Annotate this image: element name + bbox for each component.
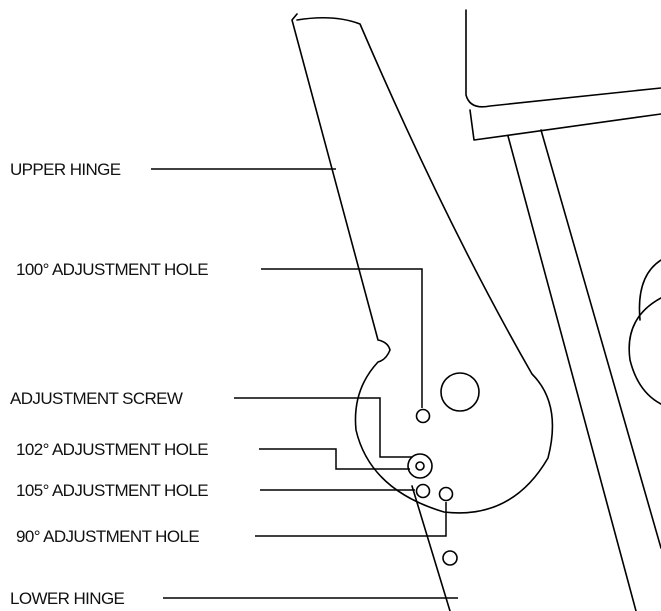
- hole-105-degree: [415, 483, 431, 499]
- label-upper-hinge: UPPER HINGE: [10, 160, 121, 179]
- leader-hole-100: [261, 268, 423, 408]
- upper-hinge-outline: [291, 13, 554, 514]
- label-hole-100: 100° ADJUSTMENT HOLE: [16, 260, 208, 279]
- hole-90-degree: [438, 486, 454, 502]
- leader-hole-90: [255, 502, 447, 537]
- lower-hinge-edge: [411, 485, 451, 611]
- leader-lines: [151, 168, 458, 599]
- hole-lower-hinge: [442, 550, 458, 566]
- leader-hole-102: [259, 448, 410, 470]
- frame-top-panel: [465, 9, 661, 108]
- frame-upright-left-edge: [507, 135, 637, 611]
- label-hole-105: 105° ADJUSTMENT HOLE: [16, 481, 208, 500]
- callout-labels: UPPER HINGE 100° ADJUSTMENT HOLE ADJUSTM…: [10, 160, 209, 608]
- leader-adjustment-screw: [234, 397, 412, 458]
- hole-100-degree: [415, 408, 431, 424]
- upper-hinge-pivot-hole: [440, 372, 480, 412]
- label-adjustment-screw: ADJUSTMENT SCREW: [10, 389, 183, 408]
- frame-upright-right-edge: [540, 129, 661, 549]
- frame-side-curve-upper: [638, 259, 661, 321]
- frame-top-panel-inner: [469, 109, 661, 141]
- label-hole-102: 102° ADJUSTMENT HOLE: [16, 440, 208, 459]
- upper-hinge-arm: [291, 13, 554, 514]
- label-lower-hinge: LOWER HINGE: [10, 589, 125, 608]
- adjustment-screw-hex: [415, 461, 425, 471]
- label-hole-90: 90° ADJUSTMENT HOLE: [16, 527, 199, 546]
- frame-side-curve-lower: [628, 297, 661, 405]
- frame-structure: [465, 9, 661, 611]
